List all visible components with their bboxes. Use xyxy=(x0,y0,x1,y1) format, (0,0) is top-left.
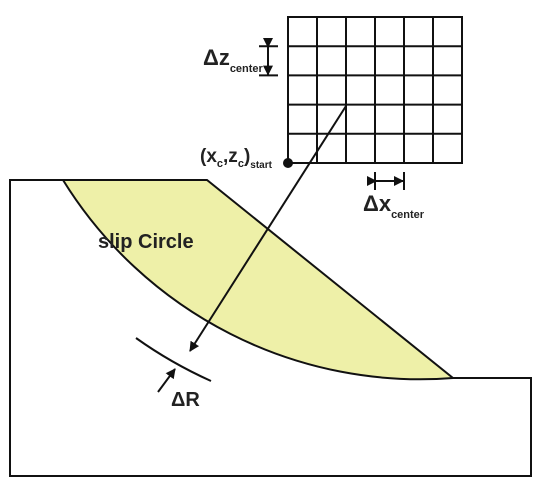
radius-arrow xyxy=(189,105,347,352)
slip-mass-region xyxy=(63,180,453,380)
start-point-label: (xc,zc)start xyxy=(200,146,273,171)
delta-r-arrow xyxy=(157,368,176,393)
slip-circle-arc xyxy=(62,179,454,381)
delta-z-dimension xyxy=(259,38,278,77)
delta-x-center-label: Δxcenter xyxy=(363,191,425,221)
slip-circle-label: slip Circle xyxy=(98,231,194,253)
start-point-marker xyxy=(283,158,293,168)
delta-x-dimension xyxy=(367,172,405,190)
delta-r-label: ΔR xyxy=(171,389,200,411)
slope-profile xyxy=(9,179,532,477)
delta-r-offset-arc xyxy=(135,337,212,382)
delta-z-center-label: Δzcenter xyxy=(203,45,264,75)
center-search-grid xyxy=(287,16,463,164)
